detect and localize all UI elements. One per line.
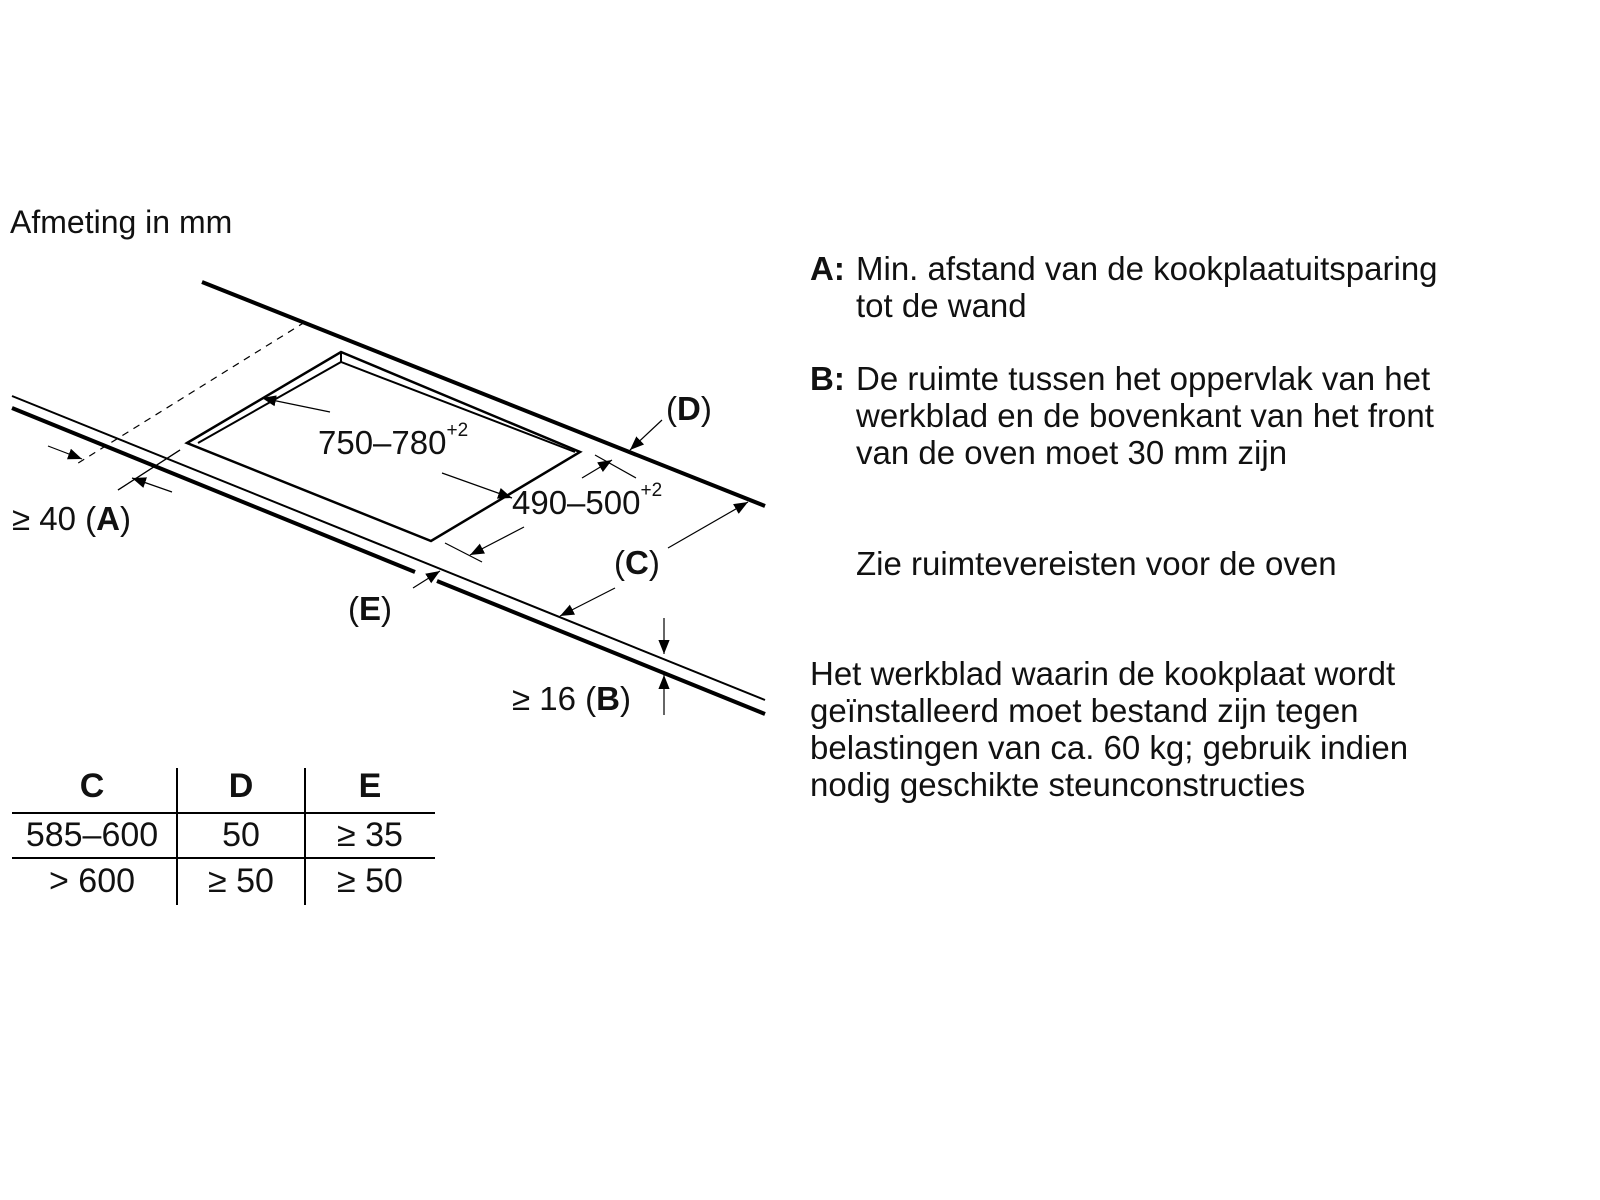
label-e: (E) xyxy=(348,590,392,628)
cutout-width-label: 490–500+2 xyxy=(512,480,662,522)
cutout-width-value: 490–500 xyxy=(512,484,641,521)
paren: ( xyxy=(614,544,625,581)
label-c: (C) xyxy=(614,544,660,582)
table-cell: ≥ 50 xyxy=(208,862,274,900)
header-c: C xyxy=(79,767,105,805)
worktop-front-thin xyxy=(11,395,766,701)
paren: ( xyxy=(348,590,359,627)
header-d: D xyxy=(228,767,254,805)
wall-line xyxy=(201,280,766,508)
label-b-key: B xyxy=(596,680,620,717)
paren: ( xyxy=(666,390,677,427)
paren: ) xyxy=(648,544,660,581)
legend-b-line3: van de oven moet 30 mm zijn xyxy=(856,434,1288,471)
paren: ) xyxy=(700,390,712,427)
cutout-length-tolerance: +2 xyxy=(446,420,469,441)
cutout-width-tolerance: +2 xyxy=(640,480,663,501)
legend-a-key: A: xyxy=(810,250,845,287)
load-line1: Het werkblad waarin de kookplaat wordt xyxy=(810,655,1396,692)
label-e-key: E xyxy=(359,590,382,627)
label-d-key: D xyxy=(677,390,701,427)
page-title: Afmeting in mm xyxy=(10,204,233,240)
table-cell: > 600 xyxy=(48,862,136,900)
paren: ) xyxy=(620,680,631,717)
table-cell: ≥ 50 xyxy=(337,862,403,900)
legend-b-line2: werkblad en de bovenkant van het front xyxy=(856,397,1434,434)
label-b: ≥ 16 (B) xyxy=(512,680,631,718)
worktop-front-thick xyxy=(11,406,416,574)
legend-b-line1: De ruimte tussen het oppervlak van het xyxy=(856,360,1431,397)
table-cell: 50 xyxy=(222,816,260,854)
legend-b-key: B: xyxy=(810,360,845,397)
paren: ) xyxy=(381,590,393,627)
cutout-length-value: 750–780 xyxy=(318,424,447,461)
cutout-length-label: 750–780+2 xyxy=(318,420,468,462)
label-a: ≥ 40 (A) xyxy=(12,500,131,538)
cutout-diagram xyxy=(11,280,766,716)
label-d: (D) xyxy=(666,390,712,428)
load-line4: nodig geschikte steunconstructies xyxy=(810,766,1306,803)
paren: ) xyxy=(120,500,131,537)
legend-a-line2: tot de wand xyxy=(856,287,1027,324)
legend-a-line1: Min. afstand van de kookplaatuitsparing xyxy=(856,250,1438,287)
worktop-front-thick-2 xyxy=(436,579,766,716)
load-line2: geïnstalleerd moet bestand zijn tegen xyxy=(810,692,1359,729)
table-cell: 585–600 xyxy=(25,816,159,854)
label-b-value: ≥ 16 ( xyxy=(512,680,597,717)
dashed-projection xyxy=(74,321,306,466)
table-cell: ≥ 35 xyxy=(337,816,403,854)
oven-note: Zie ruimtevereisten voor de oven xyxy=(856,545,1337,582)
label-c-key: C xyxy=(625,544,649,581)
load-line3: belastingen van ca. 60 kg; gebruik indie… xyxy=(810,729,1409,766)
label-a-value: ≥ 40 ( xyxy=(12,500,97,537)
label-a-key: A xyxy=(96,500,120,537)
header-e: E xyxy=(358,767,382,805)
cutout-outline xyxy=(184,350,583,543)
